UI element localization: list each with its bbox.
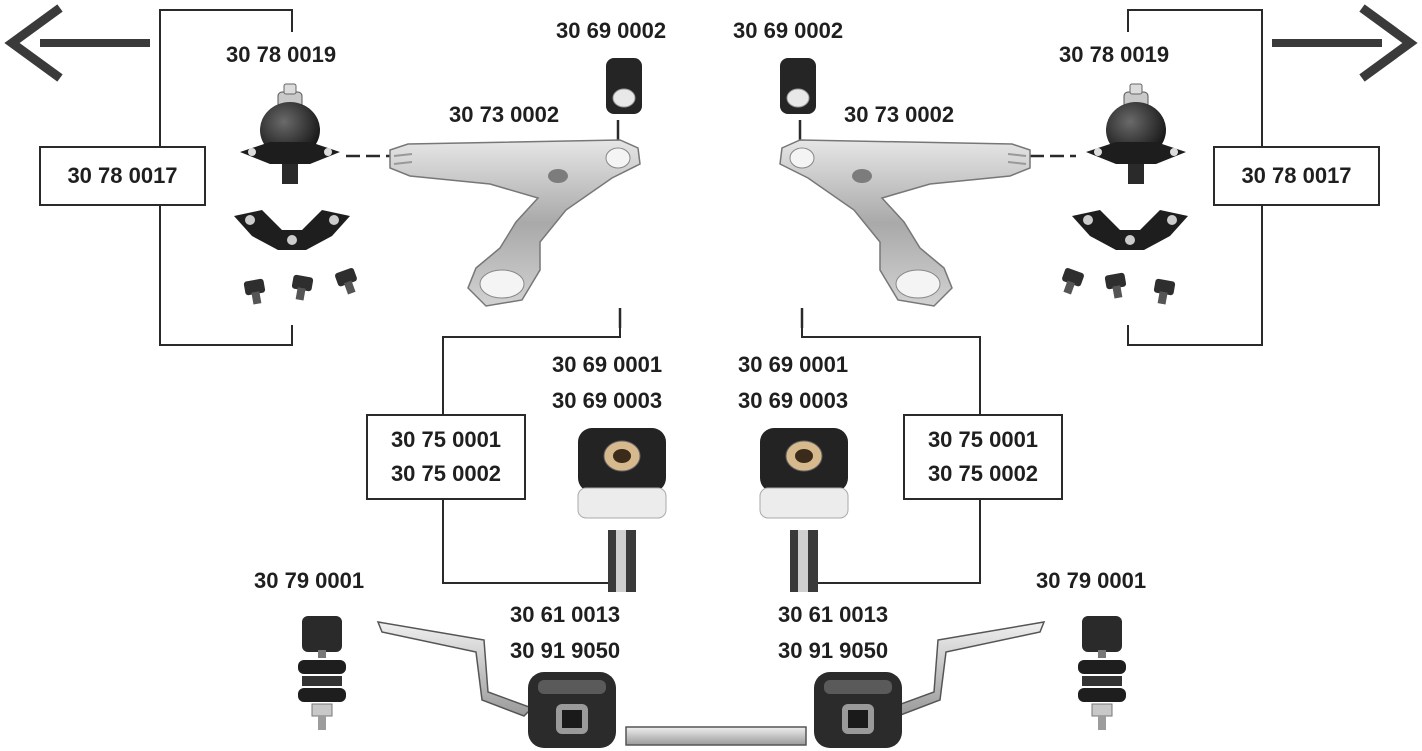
rear-bushing-left bbox=[577, 427, 667, 593]
bushing-kit-b-label-right: 30 75 0002 bbox=[927, 461, 1039, 486]
stabilizer-link-right bbox=[1077, 615, 1127, 731]
stabilizer-bar bbox=[376, 621, 1046, 746]
stabilizer-link-left bbox=[297, 615, 347, 731]
rear-bushing-b-label-left: 30 69 0003 bbox=[552, 388, 663, 413]
control-arm-label-left: 30 73 0002 bbox=[449, 102, 560, 127]
bolts-right bbox=[1057, 267, 1176, 306]
bushing-kit-a-label-left: 30 75 0001 bbox=[390, 427, 502, 452]
arrow-right-icon bbox=[1272, 4, 1418, 82]
rear-bushing-a-label-left: 30 69 0001 bbox=[552, 352, 663, 377]
bushing-kit-b-label-left: 30 75 0002 bbox=[390, 461, 502, 486]
front-bushing-right bbox=[779, 57, 817, 115]
rear-bushing-right bbox=[759, 427, 849, 593]
stabilizer-mount-b-label-right: 30 91 9050 bbox=[778, 638, 889, 663]
stabilizer-link-label-right: 30 79 0001 bbox=[1036, 568, 1147, 593]
bushing-kit-a-label-right: 30 75 0001 bbox=[927, 427, 1039, 452]
control-arm-left bbox=[389, 139, 641, 307]
stabilizer-mount-b-label-left: 30 91 9050 bbox=[510, 638, 621, 663]
plate-right bbox=[1072, 210, 1188, 250]
ball-joint-label-right: 30 78 0019 bbox=[1059, 42, 1170, 67]
ball-joint-kit-label-left: 30 78 0017 bbox=[67, 163, 178, 188]
ball-joint-left bbox=[239, 83, 341, 185]
stabilizer-mount-a-label-right: 30 61 0013 bbox=[778, 602, 889, 627]
front-bushing-label-left: 30 69 0002 bbox=[556, 18, 667, 43]
ball-joint-kit-box-left: 30 78 0017 bbox=[39, 146, 206, 206]
front-bushing-left bbox=[605, 57, 643, 115]
rear-bushing-b-label-right: 30 69 0003 bbox=[738, 388, 849, 413]
stabilizer-mount-left bbox=[528, 672, 616, 748]
control-arm-right bbox=[779, 139, 1031, 307]
ball-joint-right bbox=[1085, 83, 1187, 185]
ball-joint-kit-box-right: 30 78 0017 bbox=[1213, 146, 1380, 206]
plate-left bbox=[234, 210, 350, 250]
rear-bushing-a-label-right: 30 69 0001 bbox=[738, 352, 849, 377]
bolts-left bbox=[243, 267, 362, 306]
front-bushing-label-right: 30 69 0002 bbox=[733, 18, 844, 43]
bushing-kit-box-right: 30 75 0001 30 75 0002 bbox=[903, 414, 1063, 500]
bushing-kit-box-left: 30 75 0001 30 75 0002 bbox=[366, 414, 526, 500]
ball-joint-label-left: 30 78 0019 bbox=[226, 42, 337, 67]
stabilizer-mount-right bbox=[814, 672, 902, 748]
stabilizer-mount-a-label-left: 30 61 0013 bbox=[510, 602, 621, 627]
ball-joint-kit-label-right: 30 78 0017 bbox=[1241, 163, 1352, 188]
control-arm-label-right: 30 73 0002 bbox=[844, 102, 955, 127]
arrow-left-icon bbox=[4, 4, 150, 82]
stabilizer-link-label-left: 30 79 0001 bbox=[254, 568, 365, 593]
